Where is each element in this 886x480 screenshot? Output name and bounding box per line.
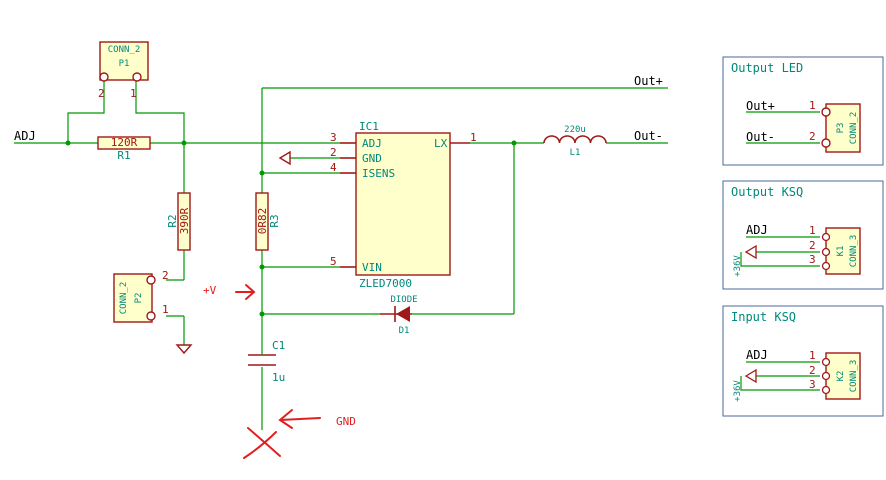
p1-ref: P1 — [119, 59, 130, 69]
k2-pin3: 3 — [809, 378, 816, 391]
r1-ref: R1 — [117, 149, 130, 162]
resistor-r1: 120R R1 — [97, 136, 151, 162]
r2-ref: R2 — [166, 214, 179, 227]
k1-pin2: 2 — [809, 239, 816, 252]
k1-pin3: 3 — [809, 253, 816, 266]
net-label-out-minus: Out- — [634, 129, 663, 143]
diode-d1: DIODE D1 — [380, 295, 418, 336]
connector-p1: CONN_2 P1 2 1 — [98, 41, 149, 100]
r3-value: 0R82 — [256, 208, 269, 235]
ic1-pin-adj: ADJ — [362, 137, 382, 150]
p1-pin1: 1 — [130, 87, 137, 100]
ic1-ref: IC1 — [359, 120, 379, 133]
ground-symbol-k2 — [744, 368, 757, 384]
ic1-pin-isens: ISENS — [362, 167, 395, 180]
box-output-led-net1: Out+ — [746, 99, 775, 113]
annotation-gnd: GND — [243, 409, 356, 459]
ic-zled7000: IC1 ZLED7000 ADJ GND ISENS VIN LX 3 2 4 … — [330, 120, 477, 290]
box-output-led-net2: Out- — [746, 130, 775, 144]
arrow-right-icon — [235, 284, 256, 300]
ic1-pin4-num: 4 — [330, 161, 337, 174]
box-input-ksq-net1: ADJ — [746, 348, 768, 362]
ic1-pin-gnd: GND — [362, 152, 382, 165]
p3-pin2: 2 — [809, 130, 816, 143]
ground-symbol-ic — [278, 150, 291, 166]
l1-ref: L1 — [570, 148, 581, 158]
capacitor-c1: C1 1u — [248, 339, 285, 384]
k2-pin1: 1 — [809, 349, 816, 362]
p2-pin2: 2 — [162, 269, 169, 282]
box-output-ksq-power: +36V — [733, 255, 743, 277]
k2-pin2: 2 — [809, 364, 816, 377]
ground-symbol-k1 — [744, 244, 757, 260]
k1-ref: K1 — [836, 246, 846, 257]
wires — [14, 80, 668, 430]
annotation-plus-v: +V — [203, 284, 256, 300]
inductor-l1: 220u L1 — [543, 125, 607, 158]
resistor-r2: 390R R2 — [166, 192, 191, 251]
p2-value: CONN_2 — [119, 282, 129, 315]
ground-symbol-p2 — [175, 344, 193, 355]
cross-out-mark-1 — [247, 427, 281, 457]
resistor-r3: 0R82 R3 — [255, 192, 281, 251]
connector-p2: CONN_2 P2 2 1 — [113, 269, 169, 323]
box-input-ksq-power: +36V — [733, 380, 743, 402]
ic1-pin-lx: LX — [434, 137, 448, 150]
p3-pin1: 1 — [809, 99, 816, 112]
box-output-led-title: Output LED — [731, 61, 803, 75]
k2-value: CONN_3 — [849, 360, 859, 393]
p1-pin2: 2 — [98, 87, 105, 100]
cross-out-mark-2 — [243, 431, 277, 459]
box-output-ksq-net1: ADJ — [746, 223, 768, 237]
r1-value: 120R — [111, 136, 138, 149]
p3-ref: P3 — [836, 123, 846, 134]
arrow-left-icon — [278, 409, 321, 429]
c1-ref: C1 — [272, 339, 285, 352]
box-output-led: Output LED Out+ Out- 1 2 P3 CONN_2 — [722, 56, 884, 166]
r3-ref: R3 — [268, 214, 281, 227]
k1-pin1: 1 — [809, 224, 816, 237]
ic1-pin3-num: 3 — [330, 131, 337, 144]
ic1-pin-vin: VIN — [362, 261, 382, 274]
p1-value: CONN_2 — [108, 45, 141, 55]
p2-ref: P2 — [134, 293, 144, 304]
ic1-pin1-num: 1 — [470, 131, 477, 144]
k1-value: CONN_3 — [849, 235, 859, 268]
d1-value: DIODE — [390, 295, 417, 305]
annotation-gnd-label: GND — [336, 415, 356, 428]
d1-ref: D1 — [399, 326, 410, 336]
ic1-value: ZLED7000 — [359, 277, 412, 290]
box-output-ksq: Output KSQ ADJ +36V 1 2 3 K1 CONN_3 — [722, 180, 884, 290]
r2-value: 390R — [178, 207, 191, 234]
box-input-ksq-title: Input KSQ — [731, 310, 796, 324]
k2-ref: K2 — [836, 371, 846, 382]
ic1-pin5-num: 5 — [330, 255, 337, 268]
l1-value: 220u — [564, 125, 586, 135]
box-input-ksq: Input KSQ ADJ +36V 1 2 3 K2 CONN_3 — [722, 305, 884, 417]
p3-value: CONN_2 — [849, 112, 859, 145]
p2-pin1: 1 — [162, 303, 169, 316]
annotation-plus-v-label: +V — [203, 284, 217, 297]
c1-value: 1u — [272, 371, 285, 384]
ic1-pin2-num: 2 — [330, 146, 337, 159]
net-label-adj: ADJ — [14, 129, 36, 143]
net-label-out-plus: Out+ — [634, 74, 663, 88]
box-output-ksq-title: Output KSQ — [731, 185, 803, 199]
